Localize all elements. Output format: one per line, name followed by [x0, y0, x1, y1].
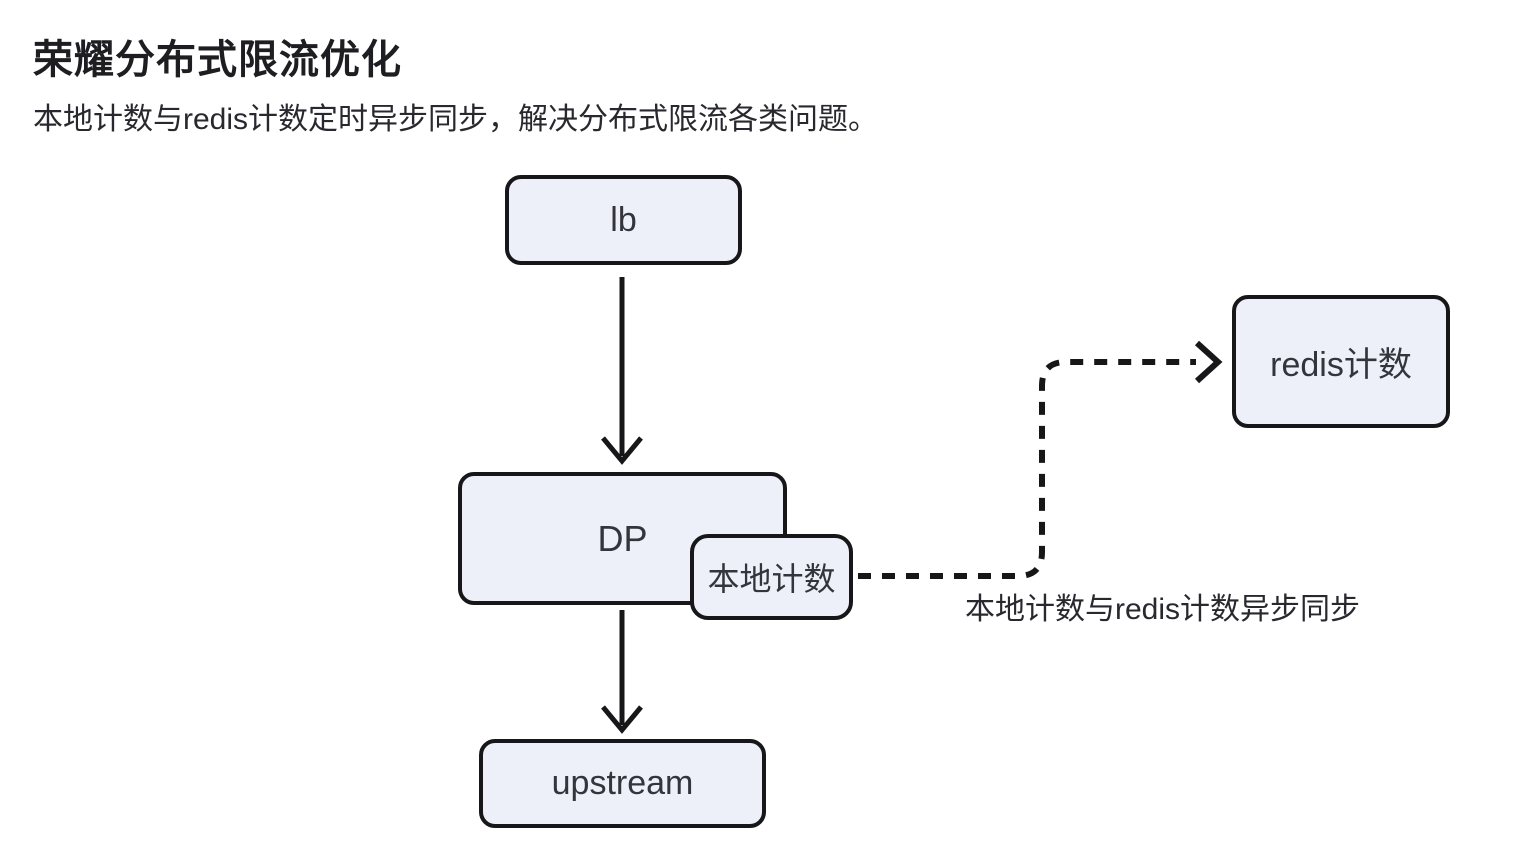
page-title: 荣耀分布式限流优化 [33, 38, 402, 82]
node-lb: lb [505, 175, 742, 265]
edge-sync-label: 本地计数与redis计数异步同步 [965, 593, 1361, 626]
edge-local-to-redis [858, 340, 1223, 579]
node-local-counter: 本地计数 [690, 534, 853, 620]
node-lb-label: lb [610, 200, 637, 239]
edge-dp-to-upstream [601, 610, 643, 734]
node-upstream: upstream [479, 739, 766, 828]
node-upstream-label: upstream [551, 764, 694, 802]
node-redis-counter-label: redis计数 [1270, 346, 1412, 384]
node-redis-counter: redis计数 [1232, 295, 1450, 428]
edge-lb-to-dp [601, 277, 643, 465]
node-local-counter-label: 本地计数 [707, 561, 836, 597]
node-dp: DP [458, 472, 787, 605]
node-dp-label: DP [597, 517, 648, 559]
page-subtitle: 本地计数与redis计数定时异步同步，解决分布式限流各类问题。 [33, 103, 879, 136]
